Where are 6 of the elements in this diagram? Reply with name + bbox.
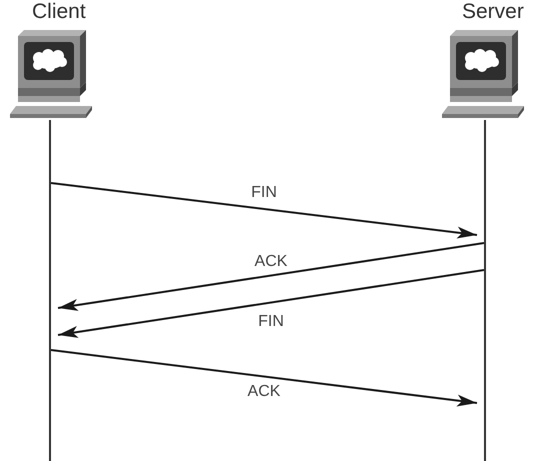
message-arrow (58, 242, 484, 311)
message-arrow (50, 182, 478, 239)
participant-name: Client (32, 0, 86, 24)
message-arrow (58, 269, 484, 338)
message-arrow (50, 349, 478, 406)
participant-name: Server (462, 0, 524, 24)
